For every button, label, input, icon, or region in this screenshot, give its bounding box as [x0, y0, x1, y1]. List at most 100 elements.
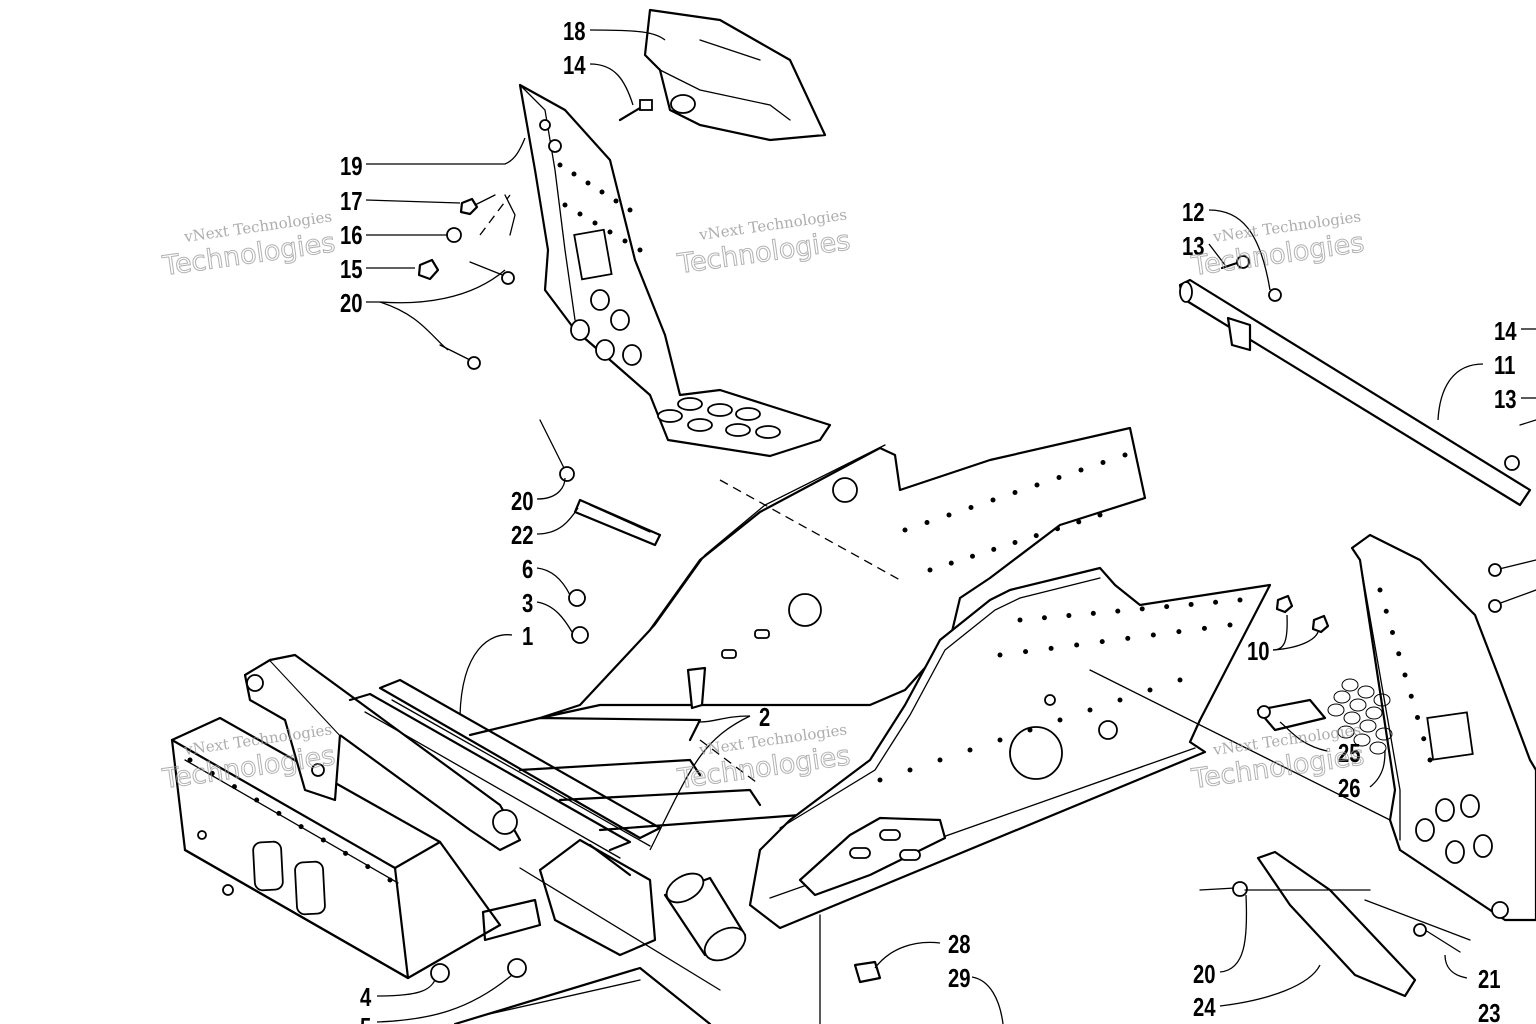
rivet-hole — [990, 497, 996, 503]
rivet-hole — [1033, 533, 1039, 539]
rivet-hole — [946, 512, 952, 518]
rivet-hole — [1057, 717, 1063, 723]
leader-lines — [365, 29, 1536, 1024]
rivet-hole — [1125, 635, 1131, 641]
callout-label: 13 — [1182, 232, 1205, 261]
rivet-hole — [562, 202, 568, 208]
rivet-hole — [1066, 613, 1072, 619]
callout-label: 20 — [511, 487, 534, 516]
callout-label: 17 — [340, 187, 363, 216]
rivet-hole — [1076, 519, 1082, 525]
chassis-frame — [170, 426, 1272, 1024]
rivet-hole — [927, 567, 933, 573]
rivet-hole — [585, 180, 591, 186]
rivet-hole — [387, 877, 393, 883]
rivet-hole — [1427, 757, 1433, 763]
rivet-hole — [1056, 475, 1062, 480]
rivet-hole — [365, 864, 371, 870]
rivet-hole — [577, 211, 583, 217]
callout-labels: 1814191716152020226312452829121314111310… — [340, 17, 1517, 1024]
rivet-hole — [907, 767, 913, 773]
rivet-hole — [1227, 622, 1233, 628]
rivet-hole — [1177, 677, 1183, 683]
rivet-hole — [948, 560, 954, 566]
rivet-hole — [1087, 707, 1093, 713]
rivet-hole — [991, 546, 997, 552]
callout-label: 25 — [1338, 739, 1361, 768]
rivet-hole — [1090, 610, 1096, 616]
rivet-hole — [1396, 651, 1402, 657]
rivet-hole — [1421, 736, 1427, 742]
rivet-hole — [298, 824, 304, 830]
rivet-hole — [557, 162, 563, 168]
steering-support-right — [1089, 533, 1536, 998]
callout-label: 10 — [1247, 637, 1270, 666]
rivet-hole — [877, 777, 883, 783]
rivet-hole — [1115, 608, 1121, 614]
rivet-hole — [1122, 452, 1128, 458]
callout-label: 13 — [1494, 385, 1517, 414]
rivet-hole — [1078, 467, 1084, 473]
rivet-hole — [1117, 697, 1123, 703]
rivet-hole — [1408, 693, 1414, 699]
rivet-hole — [1139, 606, 1145, 612]
callout-label: 20 — [340, 289, 363, 318]
fasteners-upper-left — [417, 99, 662, 547]
rivet-hole — [1034, 482, 1040, 488]
rivet-hole — [627, 207, 633, 213]
callout-label: 19 — [340, 152, 363, 181]
steering-support-left — [518, 83, 832, 458]
rivet-hole — [1213, 599, 1219, 605]
rivet-hole — [592, 220, 598, 226]
callout-label: 26 — [1338, 774, 1361, 803]
rivet-hole — [1017, 617, 1023, 623]
rivet-hole — [1074, 642, 1080, 648]
rivet-hole — [997, 737, 1003, 743]
callout-label: 1 — [522, 622, 533, 651]
rivet-hole — [970, 553, 975, 559]
rivet-hole — [924, 520, 930, 525]
callout-label: 18 — [563, 17, 586, 46]
rivet-hole — [1097, 512, 1103, 518]
callout-label: 14 — [563, 51, 586, 80]
rivet-hole — [968, 505, 974, 510]
rivet-hole — [1176, 629, 1182, 635]
rivet-hole — [637, 247, 643, 253]
callout-label: 2 — [759, 703, 770, 732]
rivet-holes — [187, 162, 1433, 883]
rivet-hole — [1237, 597, 1243, 603]
rivet-hole — [1415, 715, 1420, 720]
rivet-hole — [1100, 460, 1106, 465]
rivet-hole — [1048, 645, 1054, 651]
rivet-hole — [571, 171, 577, 177]
rivet-hole — [231, 784, 237, 790]
rivet-hole — [902, 527, 908, 533]
rivet-hole — [1041, 615, 1047, 621]
callout-label: 5 — [360, 1013, 371, 1024]
callout-label: 22 — [511, 521, 534, 550]
callout-label: 29 — [948, 964, 971, 993]
rivet-hole — [613, 198, 619, 204]
rivet-hole — [937, 757, 943, 763]
steering-bracket — [643, 8, 827, 142]
rivet-hole — [209, 770, 215, 776]
rivet-hole — [1055, 526, 1060, 532]
rivet-hole — [1012, 540, 1018, 545]
rivet-hole — [622, 238, 628, 244]
rivet-hole — [1023, 649, 1029, 655]
rivet-hole — [320, 837, 326, 843]
callout-label: 16 — [340, 221, 363, 250]
callout-label: 21 — [1478, 965, 1501, 994]
callout-label: 14 — [1494, 317, 1517, 346]
callout-label: 28 — [948, 930, 971, 959]
rivet-hole — [1012, 490, 1018, 495]
rivet-hole — [1164, 604, 1170, 610]
callout-label: 4 — [360, 983, 371, 1012]
rivet-hole — [607, 229, 613, 235]
callout-label: 20 — [1193, 960, 1216, 989]
rivet-hole — [1390, 630, 1395, 635]
